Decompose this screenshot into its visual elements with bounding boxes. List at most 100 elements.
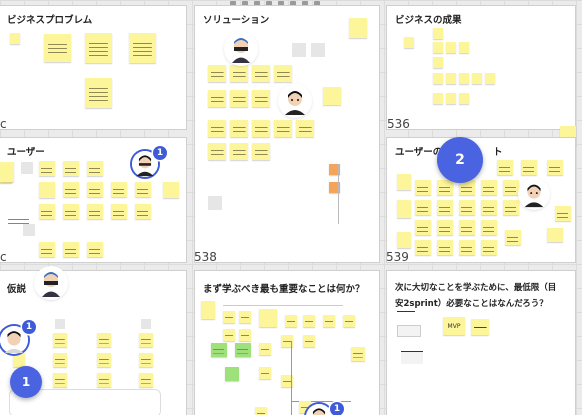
sticky-note[interactable] [63,242,79,257]
sticky-note[interactable] [85,33,112,63]
sticky-note-green[interactable] [211,343,227,357]
sticky-note[interactable] [497,160,513,175]
user-avatar-icon[interactable] [520,180,548,208]
sticky-note[interactable] [39,182,55,198]
sticky-note[interactable] [415,220,431,235]
sticky-note[interactable] [63,182,79,197]
sticky-note[interactable] [503,180,519,195]
sticky-note[interactable] [135,182,151,197]
placeholder-note[interactable] [141,319,151,329]
sticky-note[interactable] [459,240,475,255]
sticky-note[interactable] [255,407,267,415]
frame-minimum-needed[interactable]: 次に大切なことを学ぶために、最低限（目 安2sprint）必要なことはなんだろう… [386,270,576,415]
sticky-note[interactable] [547,228,563,242]
sticky-note[interactable] [10,33,20,44]
sticky-note[interactable] [139,333,153,347]
sticky-note[interactable] [259,343,271,355]
toolbar-icon-6[interactable] [290,1,296,6]
sticky-note[interactable] [85,78,112,108]
sticky-note[interactable] [433,57,443,68]
sticky-note[interactable] [437,200,453,215]
sticky-note[interactable] [208,120,226,137]
sticky-note[interactable] [521,160,537,175]
sticky-note[interactable] [446,42,456,53]
sticky-note[interactable] [97,373,111,387]
sticky-note[interactable] [259,309,277,327]
sticky-note[interactable] [252,65,270,82]
toolbar-icon-7[interactable] [302,1,308,6]
sticky-note-orange[interactable] [329,182,340,193]
sticky-note[interactable] [351,347,365,361]
sticky-note[interactable] [44,34,71,62]
sticky-note[interactable] [97,333,111,347]
sticky-note[interactable] [459,93,469,104]
sticky-note[interactable] [0,162,14,182]
sticky-note[interactable] [503,200,519,215]
sticky-note[interactable] [459,200,475,215]
collaborator-count-badge[interactable]: 2 [437,137,483,183]
frame-business-result[interactable]: ビジネスの成果 536 [386,5,576,131]
sticky-note[interactable] [481,220,497,235]
sticky-note[interactable] [433,28,443,39]
user-avatar-icon[interactable] [306,404,332,415]
sticky-note[interactable] [285,315,297,327]
frame-most-important[interactable]: まず学ぶべき最も重要なことは何か？ [194,270,380,415]
sticky-note[interactable] [397,174,411,190]
placeholder-note[interactable] [55,319,65,329]
sticky-note[interactable] [437,180,453,195]
sticky-note[interactable] [201,301,215,319]
sticky-note[interactable] [433,42,443,53]
placeholder-note[interactable] [311,43,325,57]
frame-solution[interactable]: ソリューション 538 [194,5,380,264]
sticky-note[interactable] [343,315,355,327]
sticky-note[interactable] [129,33,156,63]
toolbar-icon-8[interactable] [314,1,320,6]
sticky-note[interactable] [135,204,151,219]
sticky-note[interactable] [208,143,226,160]
sticky-note[interactable] [252,90,270,107]
sticky-note[interactable] [281,375,293,387]
sticky-note[interactable] [53,353,67,367]
sticky-note[interactable] [39,242,55,257]
toolbar-icon-3[interactable] [254,1,260,6]
sticky-note[interactable] [481,200,497,215]
sticky-note[interactable] [281,335,293,347]
user-avatar-icon[interactable] [36,268,66,298]
sticky-note[interactable] [437,240,453,255]
sticky-note[interactable] [397,200,411,218]
sticky-note[interactable] [415,200,431,215]
sticky-note[interactable] [63,204,79,219]
sticky-note[interactable] [471,319,489,335]
sticky-note[interactable] [63,161,79,176]
sticky-note[interactable] [446,73,456,84]
user-avatar-icon[interactable] [226,34,256,64]
sticky-note[interactable] [252,143,270,160]
sticky-note[interactable] [303,315,315,327]
sticky-note[interactable] [323,87,341,105]
sticky-note-green[interactable] [225,367,239,381]
sticky-note[interactable] [87,204,103,219]
sticky-note[interactable] [139,353,153,367]
sticky-note[interactable] [139,373,153,387]
sticky-note[interactable] [459,42,469,53]
sticky-note[interactable] [323,315,335,327]
sticky-note[interactable] [415,180,431,195]
sticky-note[interactable] [39,161,55,176]
sticky-note[interactable] [397,232,411,248]
user-avatar-icon[interactable] [280,86,310,116]
sticky-note[interactable] [547,160,563,175]
sticky-note[interactable] [481,240,497,255]
sticky-note[interactable] [485,73,495,84]
sticky-note[interactable] [459,73,469,84]
placeholder-note[interactable] [21,162,33,174]
sticky-note[interactable] [97,353,111,367]
sticky-note[interactable] [223,329,235,341]
note-card[interactable] [401,351,423,364]
sticky-note[interactable] [446,93,456,104]
sticky-note[interactable] [555,206,571,221]
frame-business-problem[interactable]: ビジネスプロブレム c [0,5,187,131]
sticky-note[interactable] [239,329,251,341]
sticky-note[interactable] [349,18,367,38]
sticky-note[interactable] [437,220,453,235]
sticky-note[interactable] [274,65,292,82]
